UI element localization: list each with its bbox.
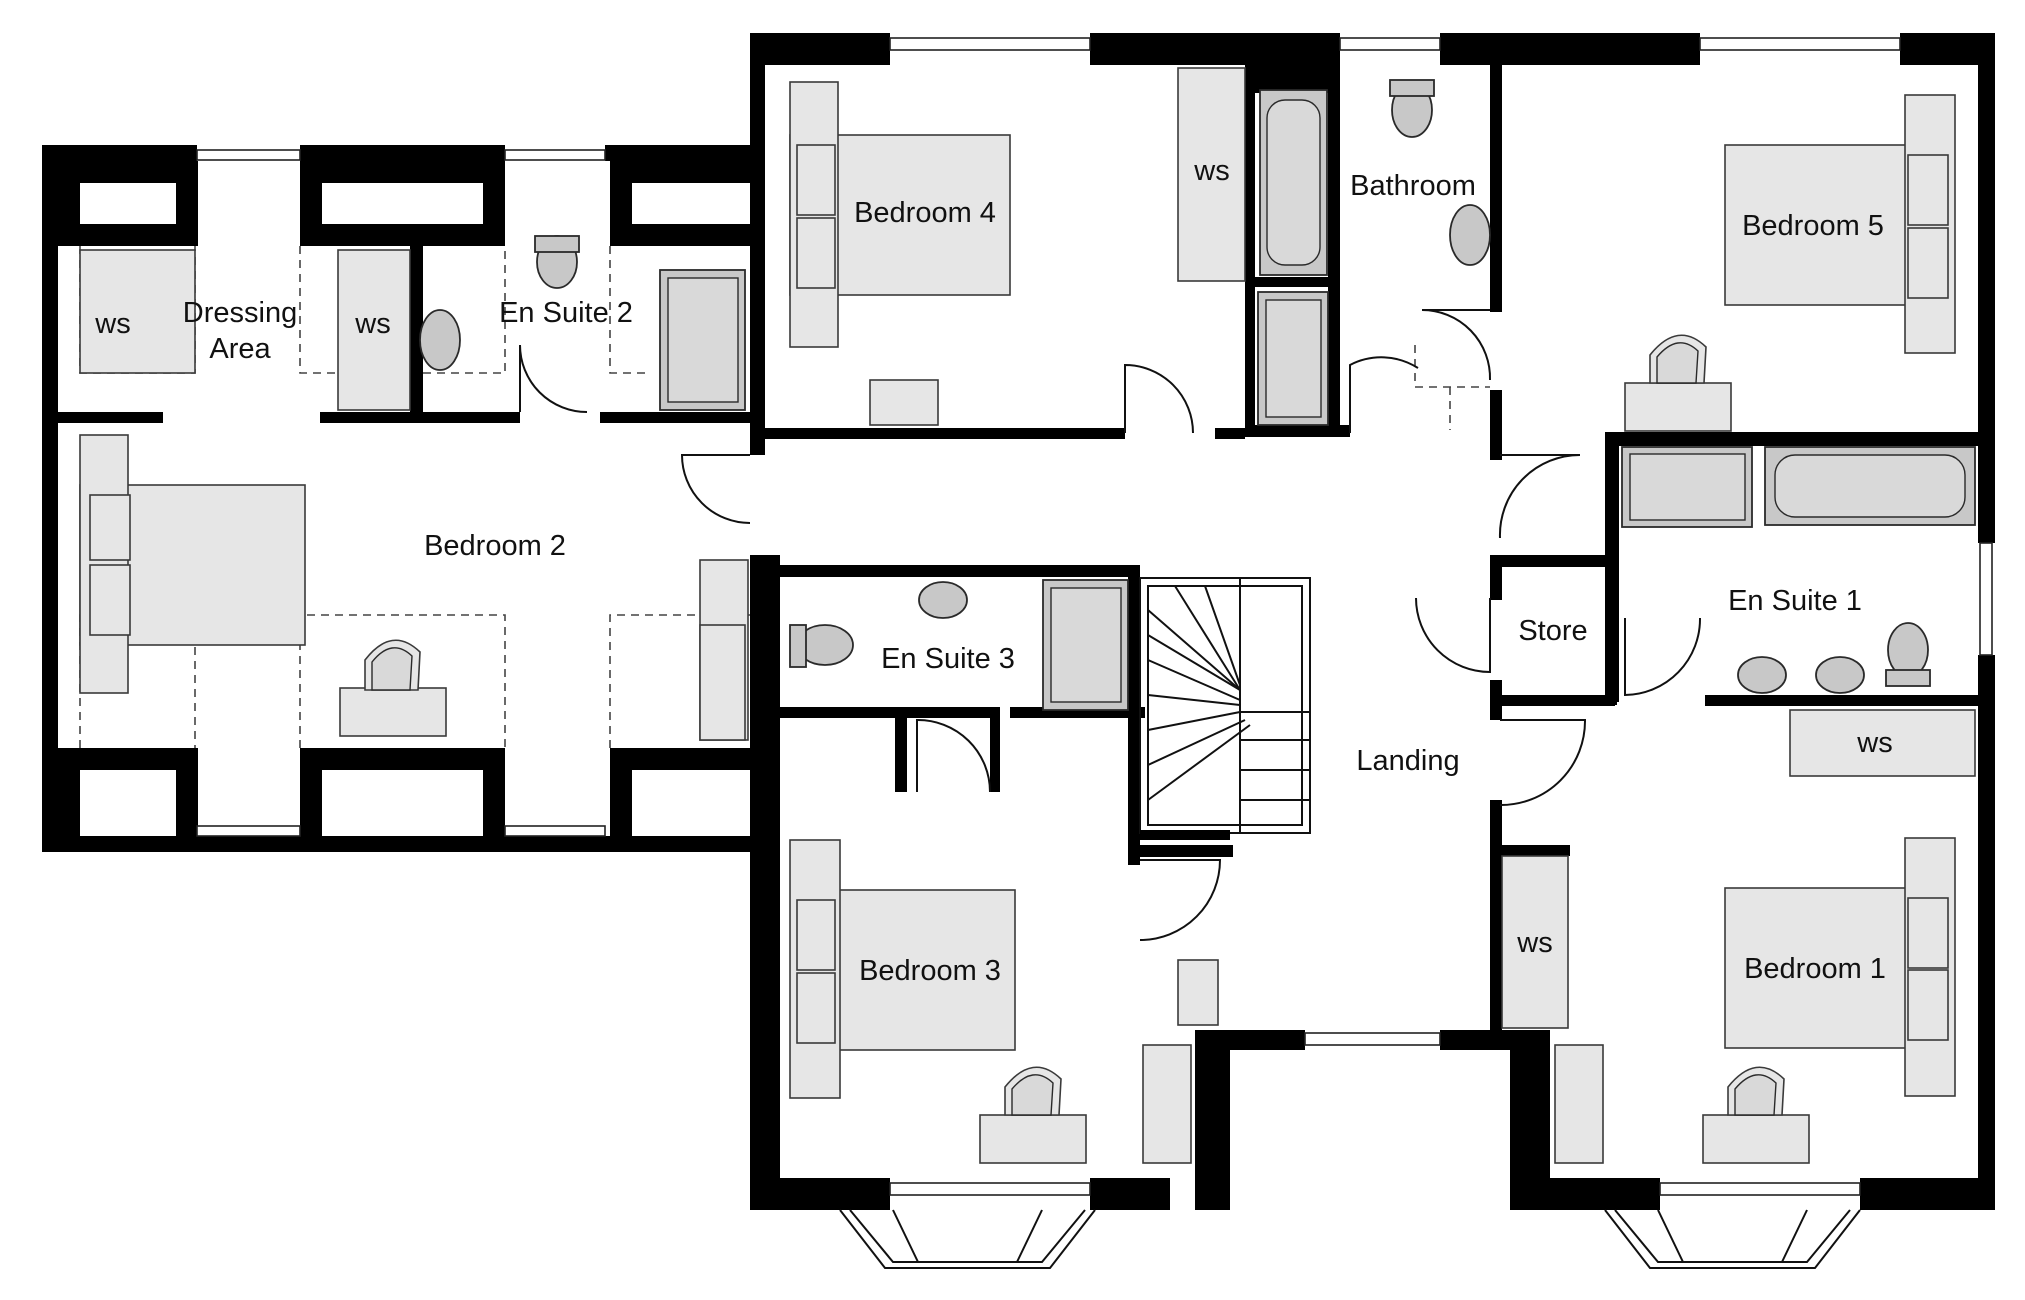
- window-ensuite2-top: [504, 149, 606, 161]
- dressing-table-bedroom3: [979, 1114, 1087, 1164]
- label-en-suite-2: En Suite 2: [499, 297, 633, 329]
- dressing-table-bedroom2: [339, 687, 447, 737]
- door-bedroom5: [1421, 309, 1492, 381]
- window-ensuite1: [1979, 542, 1993, 656]
- door-ensuite1-inner: [1624, 617, 1702, 697]
- label-ws-bedroom1: ws: [1516, 927, 1552, 959]
- label-bedroom-5: Bedroom 5: [1742, 210, 1884, 242]
- door-bedroom2: [680, 454, 751, 524]
- door-bathroom: [1349, 356, 1419, 433]
- door-bedroom3: [1139, 859, 1222, 941]
- label-landing: Landing: [1356, 745, 1459, 777]
- label-bedroom-4: Bedroom 4: [854, 197, 996, 229]
- door-bedroom4: [1124, 363, 1194, 434]
- label-ws-ensuite1: ws: [1856, 727, 1892, 759]
- window-bedroom2-bottom: [504, 825, 606, 837]
- door-ensuite1: [1498, 454, 1581, 539]
- window-bedroom3: [889, 1182, 1091, 1196]
- window-dressing-top: [196, 149, 301, 161]
- label-dressing-area-2: Area: [209, 333, 271, 365]
- basin-ensuite2: [419, 309, 461, 371]
- label-bathroom: Bathroom: [1350, 170, 1476, 202]
- door-ensuite2: [519, 344, 588, 413]
- basin-ensuite1-b: [1815, 656, 1865, 694]
- label-ws-dressing: ws: [94, 308, 130, 340]
- label-bedroom-2: Bedroom 2: [424, 530, 566, 562]
- window-bedroom5: [1699, 37, 1901, 51]
- label-ws-dressing-2: ws: [354, 308, 390, 340]
- wardrobe-dressing-2: [337, 249, 411, 411]
- label-bedroom-3: Bedroom 3: [859, 955, 1001, 987]
- window-bathroom: [1339, 37, 1441, 51]
- basin-ensuite1-a: [1737, 656, 1787, 694]
- label-en-suite-3: En Suite 3: [881, 643, 1015, 675]
- basin-ensuite3: [918, 581, 968, 619]
- window-bedroom1: [1659, 1182, 1861, 1196]
- label-ws-bedroom4: ws: [1193, 155, 1229, 187]
- furniture: [79, 67, 1976, 1164]
- wardrobe-bedroom1: [1501, 855, 1569, 1029]
- toilet-ensuite1: [1887, 622, 1929, 678]
- bay-window-bedroom1: [1604, 1209, 1861, 1269]
- door-ensuite3: [916, 718, 991, 793]
- window-landing: [1304, 1032, 1441, 1046]
- wardrobe-ensuite1: [1789, 709, 1976, 777]
- dressing-table-bedroom5: [1624, 382, 1732, 432]
- wardrobe-bedroom4: [1177, 67, 1246, 282]
- window-bedroom4: [889, 37, 1091, 51]
- staircase: [1139, 577, 1311, 840]
- dressing-table-bedroom1: [1702, 1114, 1810, 1164]
- label-en-suite-1: En Suite 1: [1728, 585, 1862, 617]
- basin-bathroom: [1449, 204, 1491, 266]
- door-store: [1415, 597, 1491, 674]
- label-dressing-area-1: Dressing: [183, 297, 297, 329]
- cabinet-bedroom3: [1142, 1044, 1192, 1164]
- walls: [42, 33, 1995, 1210]
- doors: [519, 309, 1702, 941]
- bay-window-bedroom3: [839, 1209, 1096, 1269]
- windows: [196, 37, 1993, 1269]
- cabinet-bedroom1: [1554, 1044, 1604, 1164]
- desk-bedroom4: [869, 379, 939, 426]
- label-bedroom-1: Bedroom 1: [1744, 953, 1886, 985]
- window-dressing-bottom: [196, 825, 301, 837]
- label-store: Store: [1518, 615, 1587, 647]
- wardrobe-dressing: [79, 249, 196, 374]
- labels: Bedroom 4 Bathroom Bedroom 5 En Suite 2 …: [94, 155, 1892, 987]
- door-bedroom1: [1499, 719, 1587, 807]
